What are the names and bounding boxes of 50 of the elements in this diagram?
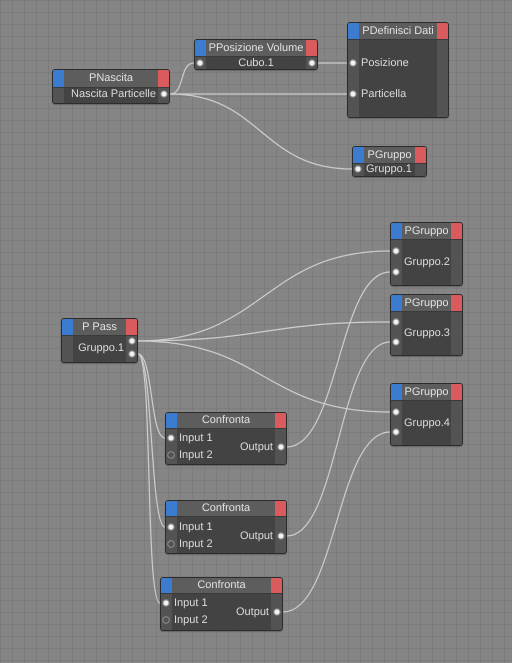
node-title: PGruppo xyxy=(403,224,450,239)
node-box xyxy=(390,222,463,286)
node-box xyxy=(61,318,138,363)
node-title: PDefinisci Dati xyxy=(361,24,435,39)
wire xyxy=(286,271,390,448)
port-label: Output xyxy=(240,529,273,543)
node-box xyxy=(52,69,170,104)
port-label: Input 1 xyxy=(179,431,213,445)
node-title: Confronta xyxy=(200,413,252,428)
wire xyxy=(170,62,194,95)
node-title: PGruppo xyxy=(403,385,450,400)
node-title: P Pass xyxy=(81,320,118,335)
port-label: Input 2 xyxy=(174,613,208,627)
node-box xyxy=(165,500,287,554)
port-label: Gruppo.4 xyxy=(404,416,450,430)
port-label: Output xyxy=(240,440,273,454)
node-title: PPosizione Volume xyxy=(208,41,304,56)
port-label: Cubo.1 xyxy=(237,56,275,69)
node-title: PGruppo xyxy=(366,148,413,163)
node-box xyxy=(165,412,287,465)
node-title: PNascita xyxy=(88,71,134,86)
port-label: Particella xyxy=(361,87,406,101)
port-label: Input 2 xyxy=(179,537,213,551)
port-label: Nascita Particelle xyxy=(71,87,156,101)
port-label: Input 1 xyxy=(174,596,208,610)
port-label: Output xyxy=(236,605,269,619)
port-label: Posizione xyxy=(361,56,409,70)
port-label: Input 2 xyxy=(179,448,213,462)
wire xyxy=(318,62,347,64)
node-title: Confronta xyxy=(196,578,247,593)
wire xyxy=(286,341,390,537)
wire xyxy=(138,340,390,413)
node-title: Confronta xyxy=(200,501,252,516)
node-box xyxy=(194,39,318,70)
port-label: Gruppo.3 xyxy=(404,326,450,340)
port-label: Gruppo.2 xyxy=(404,255,450,269)
wire xyxy=(138,354,166,528)
node-box xyxy=(347,22,449,118)
port-label: Gruppo.1 xyxy=(78,341,124,355)
node-box xyxy=(390,294,463,356)
node-box xyxy=(390,383,463,446)
wire xyxy=(170,93,352,170)
port-label: Input 1 xyxy=(179,520,213,534)
wire xyxy=(138,354,160,604)
wire xyxy=(138,353,166,439)
node-box xyxy=(352,146,427,177)
node-box xyxy=(160,577,283,631)
node-title: PGruppo xyxy=(403,296,450,311)
wire xyxy=(282,431,390,613)
port-label: Gruppo.1 xyxy=(366,162,412,176)
